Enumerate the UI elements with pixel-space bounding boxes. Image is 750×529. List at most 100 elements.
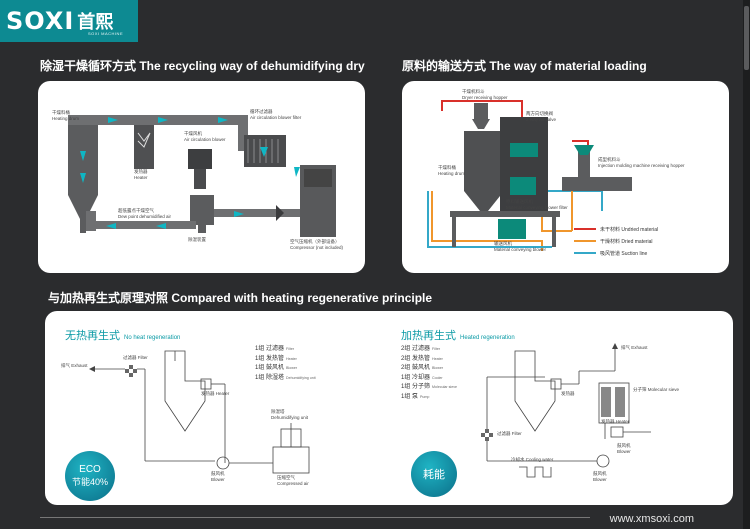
item-qty: 1组 (255, 365, 265, 371)
right-heater-label: 发热器 Heater (601, 419, 629, 425)
blower-en: Air circulation blower (184, 137, 226, 142)
scrollbar-thumb[interactable] (744, 6, 749, 70)
heating-drum-en: Heating drum (438, 171, 466, 176)
left-filter-cn: 过滤器 (123, 355, 137, 360)
compressor-label: 空气压缩机（外部设备）Compressor (not included) (290, 239, 343, 251)
dryer-hopper-cn: 干燥机料斗 (462, 89, 485, 94)
item-qty: 1组 (401, 393, 411, 400)
compressor-en: Compressor (not included) (290, 245, 344, 250)
left-dehum-en: Dehumidifying unit (271, 415, 309, 420)
item-en: Cooler (432, 375, 443, 380)
right-filter-label: 过滤器 Filter (497, 431, 522, 437)
valve-cn: 两方向切换阀 (526, 111, 553, 116)
right-blower-en: Blower (617, 449, 631, 454)
molding-hopper-cn: 成型机料斗 (598, 157, 621, 162)
left-dehum-cn: 除湿塔 (271, 409, 285, 414)
right-pump-cn: 鼓风机 (593, 471, 607, 476)
left-heater-en: Heater (215, 391, 230, 396)
item-cn: 过滤器 (412, 346, 431, 352)
footer-url[interactable]: www.xmsoxi.com (609, 513, 694, 525)
conveying-blower-en: Material conveying blower (494, 247, 547, 252)
item-qty: 2组 (401, 346, 411, 352)
conveying-blower-cn: 输送风机 (494, 241, 512, 246)
section-title-recycling: 除湿干燥循环方式 The recycling way of dehumidify… (40, 59, 365, 73)
dehum-label: 除湿装置 (188, 237, 206, 242)
item-cn: 过滤器 (266, 346, 285, 352)
right-sieve-en: Molecular sieve (647, 387, 680, 392)
legend-dried-en: Dried material (621, 239, 653, 245)
eco-badge-cn: 节能40% (71, 477, 108, 487)
left-exhaust-label: 排气 Exhaust (61, 363, 88, 369)
eco-badge-en: ECO (79, 464, 101, 475)
item-cn: 发热管 (266, 355, 285, 362)
item-cn: 泵 (412, 393, 419, 400)
valve-en: 2-way air valve (526, 117, 557, 122)
material-blower-cn: 原料输送风机 (506, 199, 533, 204)
left-filter-en: Filter (137, 355, 148, 360)
brand-cn: 首熙 (77, 12, 114, 33)
item-en: Blower (286, 366, 298, 370)
item-cn: 分子筛 (412, 384, 431, 390)
left-heater-cn: 发热器 (201, 391, 215, 396)
section-title-loading: 原料的输送方式 The way of material loading (402, 59, 647, 73)
left-exhaust-cn: 排气 (61, 363, 70, 368)
left-filter-label: 过滤器 Filter (123, 355, 148, 361)
item-qty: 2组 (401, 365, 411, 371)
right-exhaust-label: 排气 Exhaust (621, 345, 648, 351)
compressor-cn: 空气压缩机（外部设备） (290, 239, 340, 244)
filter-cn: 循环过滤器 (250, 109, 273, 114)
item-qty: 1组 (255, 346, 265, 352)
item-en: Heater (286, 356, 297, 361)
legend-dried: 干燥材料 Dried material (600, 238, 653, 245)
right-filter-en: Filter (511, 431, 522, 436)
right-pump-en: Blower (593, 477, 607, 482)
heated-title-en: Heated regeneration (460, 335, 515, 341)
left-blower-cn: 鼓风机 (211, 471, 225, 476)
item-cn: 鼓风机 (412, 365, 431, 371)
dew-cn: 超低露点干燥空气 (118, 208, 154, 213)
right-cooling-cn: 冷却水 (511, 457, 525, 462)
item-cn: 鼓风机 (266, 365, 285, 371)
recycling-diagram (68, 115, 336, 237)
brand-sub: SOXI MACHINE (88, 31, 124, 36)
right-exhaust-en: Exhaust (631, 345, 648, 350)
brand-logo: SOXI 首熙 SOXI MACHINE (0, 0, 138, 42)
item-qty: 1组 (401, 374, 411, 381)
energy-badge-cn: 耗能 (423, 469, 445, 481)
right-blower-cn: 鼓风机 (617, 443, 631, 448)
item-en: Pump (420, 394, 430, 399)
right-heater-en: Heater (615, 419, 630, 424)
left-compressed-en: Compressed air (277, 481, 309, 486)
legend-undried-en: Undried material (621, 227, 659, 233)
legend-dried-cn: 干燥材料 (600, 239, 621, 245)
filter-en: Air circulation blower filter (250, 115, 302, 120)
vertical-scrollbar[interactable] (743, 0, 750, 529)
brand-name: SOXI (6, 7, 75, 35)
item-qty: 1组 (401, 384, 411, 390)
right-heater2-label: 发热器 (561, 391, 575, 396)
comparison-diagram (89, 343, 651, 478)
no-heat-title-en: No heat regeneration (124, 335, 181, 341)
legend-undried-cn: 未干材料 (600, 227, 621, 233)
footer-divider (40, 517, 590, 518)
right-cooling-en: Cooling water (525, 457, 554, 462)
